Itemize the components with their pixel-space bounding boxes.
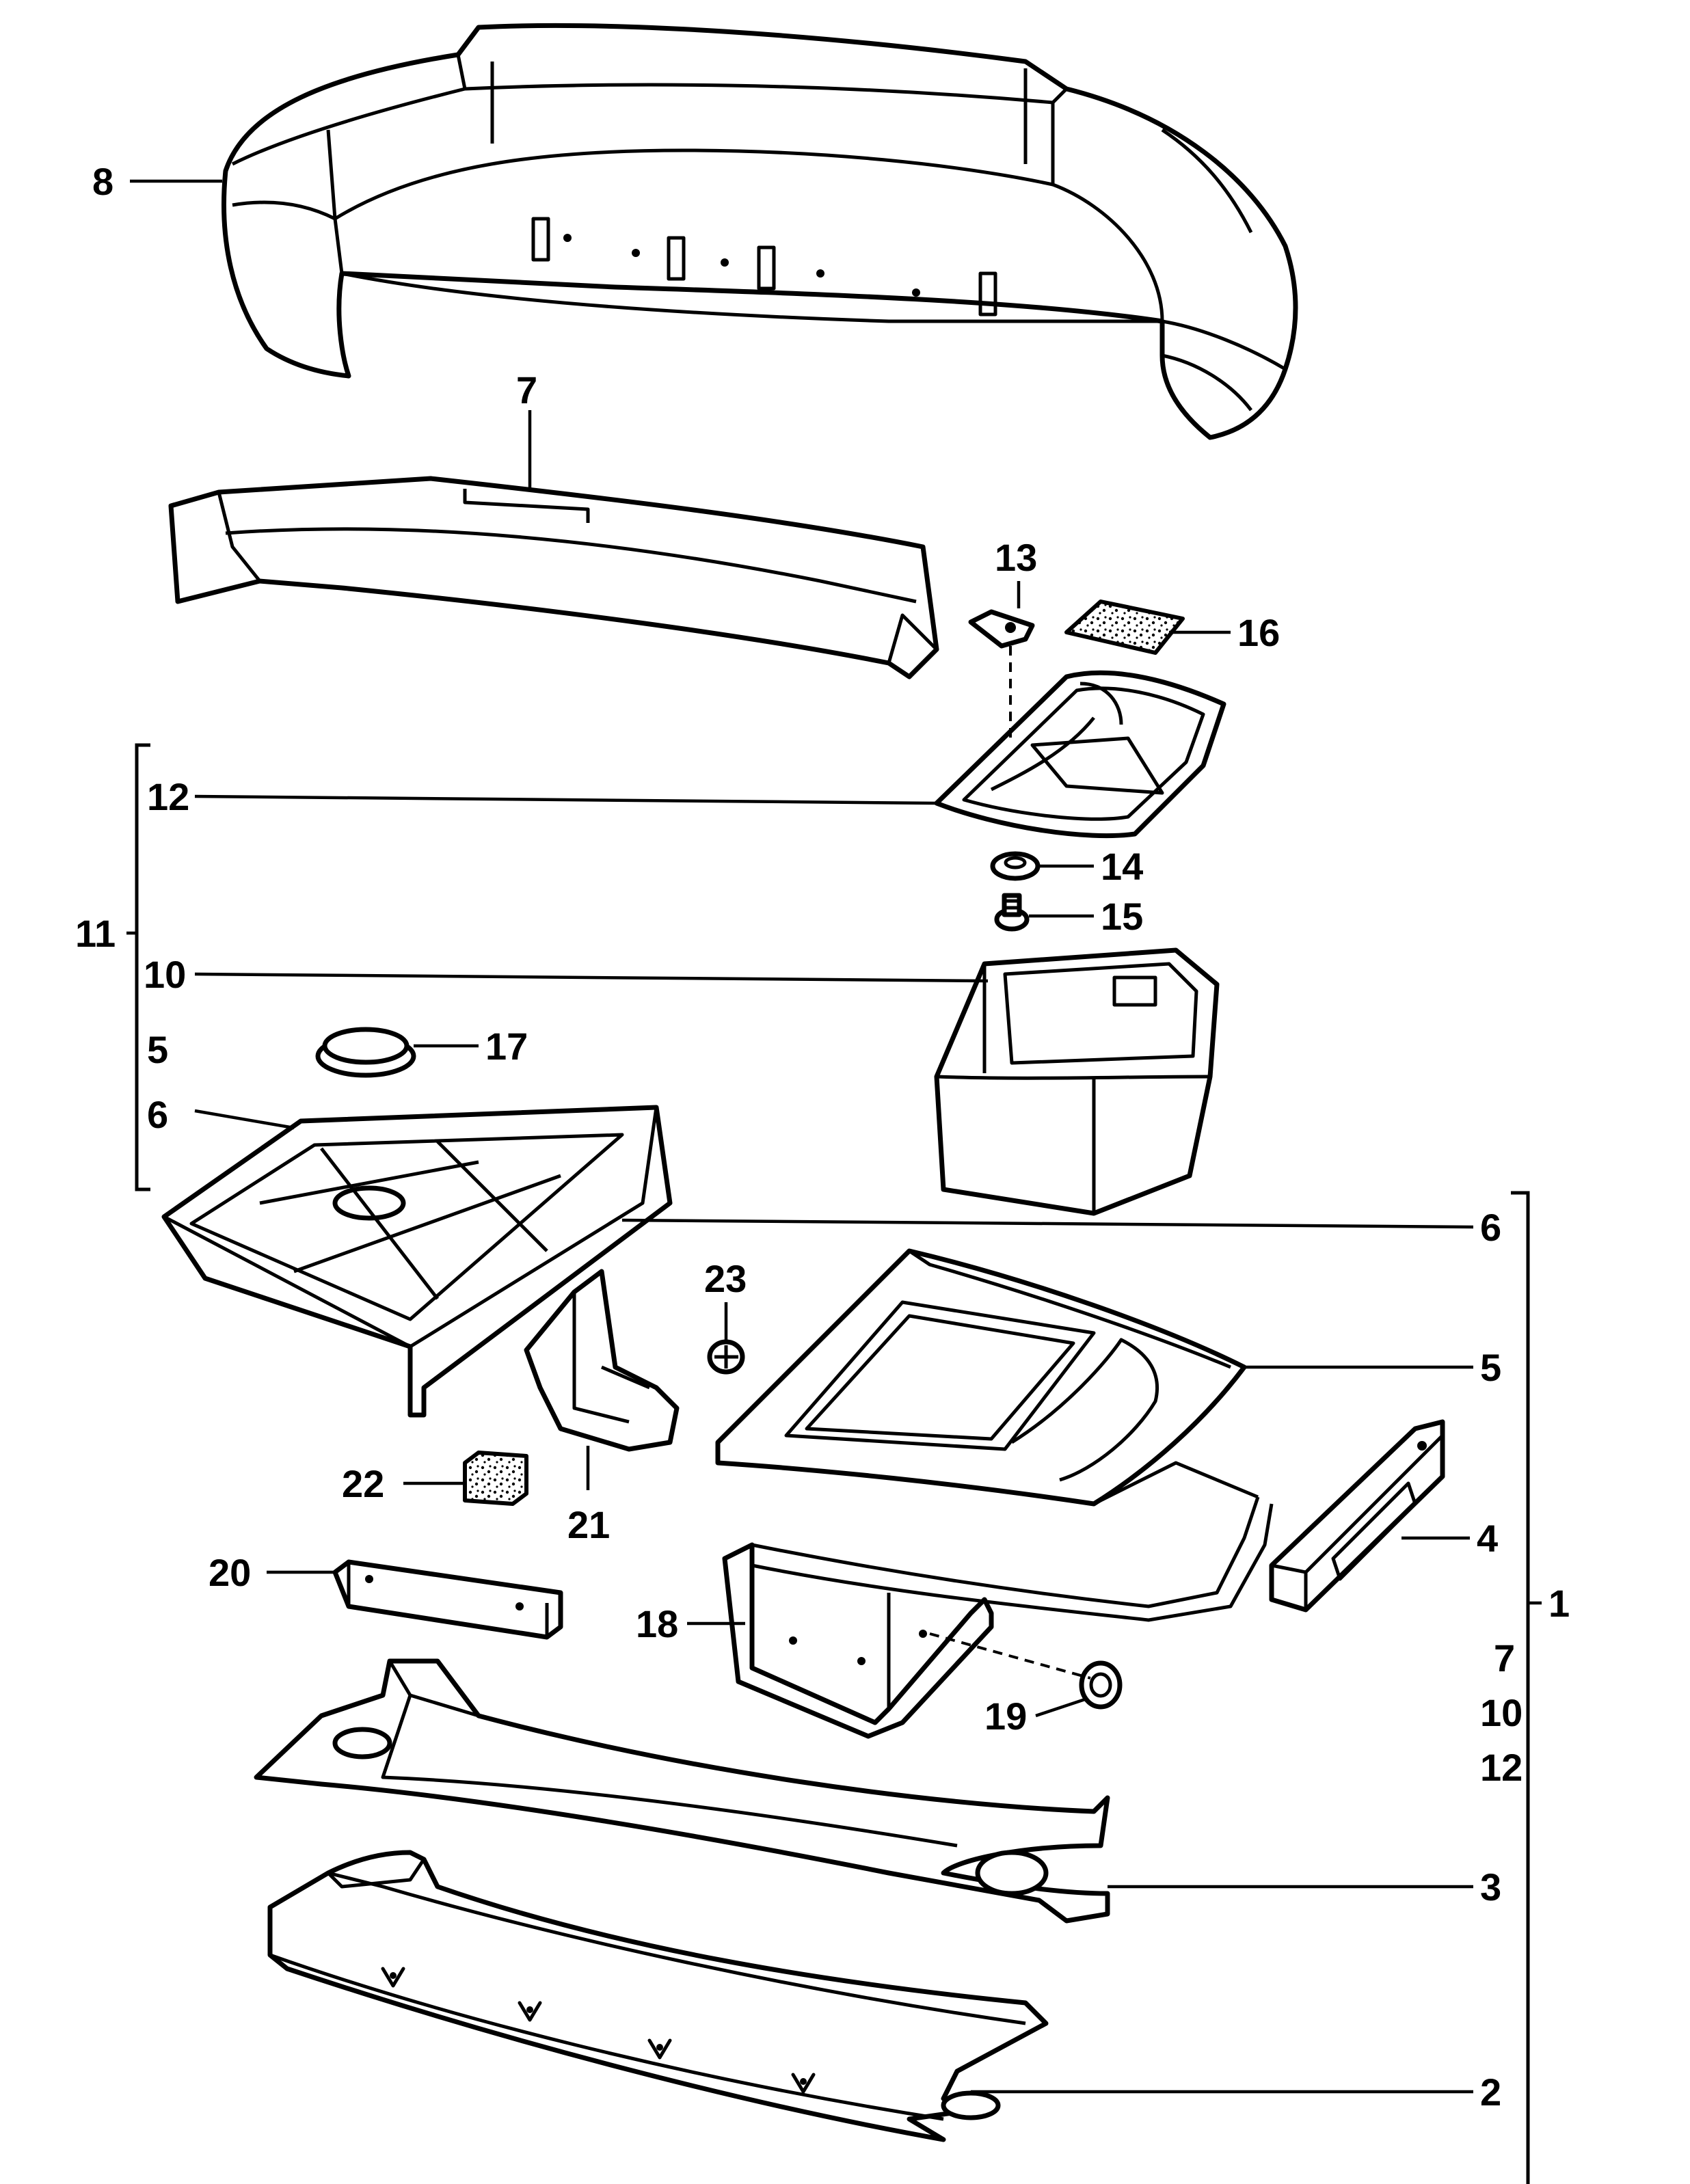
- part-23-nut: [707, 1339, 745, 1375]
- part-10-tool-box: [934, 947, 1220, 1216]
- part-19-plug: [1079, 1660, 1123, 1710]
- callout-15: 15: [1101, 895, 1143, 938]
- callout-16: 16: [1237, 611, 1280, 654]
- callout-2: 2: [1480, 2071, 1501, 2114]
- callout-5-left: 5: [147, 1028, 168, 1071]
- callout-11: 11: [75, 912, 116, 955]
- callout-14: 14: [1101, 845, 1143, 888]
- part-13-clip: [968, 609, 1035, 649]
- callout-6-left: 6: [147, 1093, 168, 1136]
- callout-21: 21: [567, 1503, 610, 1546]
- callout-1: 1: [1548, 1582, 1570, 1625]
- leader-lines: [130, 179, 1474, 2094]
- part-6-wheel-pan: [161, 1105, 673, 1418]
- callout-19: 19: [984, 1695, 1027, 1738]
- part-15-screw: [994, 893, 1030, 932]
- part-12-tray-lid: [934, 670, 1226, 839]
- part-22-pad: [463, 1451, 528, 1506]
- part-2-rear-apron: [267, 1850, 1049, 2142]
- part-18-frame: [722, 1461, 1274, 1739]
- bracket-1: [1511, 1191, 1542, 2184]
- callout-10: 10: [144, 953, 186, 996]
- callout-18: 18: [636, 1602, 678, 1645]
- callout-10-right: 10: [1480, 1691, 1523, 1734]
- part-20-strap: [332, 1559, 563, 1640]
- callout-7-right: 7: [1494, 1636, 1515, 1680]
- callout-labels: 8 7 13 16 12 14 15 11 10 17 5 6 6 23 5 2…: [75, 160, 1570, 2114]
- part-17-cap: [315, 1027, 416, 1078]
- part-3-cross-member: [254, 1658, 1110, 1924]
- callout-3: 3: [1480, 1865, 1501, 1909]
- part-21-bracket: [524, 1269, 680, 1452]
- callout-20: 20: [209, 1551, 251, 1594]
- part-7-crossmember: [168, 476, 939, 679]
- part-14-grommet: [990, 851, 1041, 881]
- callout-23: 23: [704, 1257, 747, 1300]
- callout-6: 6: [1480, 1206, 1501, 1249]
- bracket-11: [126, 743, 150, 1191]
- part-16-pad: [1064, 599, 1185, 655]
- callout-12-right: 12: [1480, 1746, 1523, 1789]
- part-5-floor-panel: [715, 1248, 1247, 1507]
- callout-13: 13: [995, 536, 1037, 579]
- part-4-side-rail: [1269, 1419, 1445, 1613]
- callout-4: 4: [1477, 1517, 1498, 1560]
- callout-8: 8: [92, 160, 113, 203]
- callout-22: 22: [342, 1462, 384, 1505]
- callout-17: 17: [485, 1025, 528, 1068]
- callout-7: 7: [516, 368, 537, 412]
- callout-5: 5: [1480, 1346, 1501, 1389]
- part-8-rear-panel: [222, 23, 1298, 440]
- callout-12: 12: [147, 775, 189, 818]
